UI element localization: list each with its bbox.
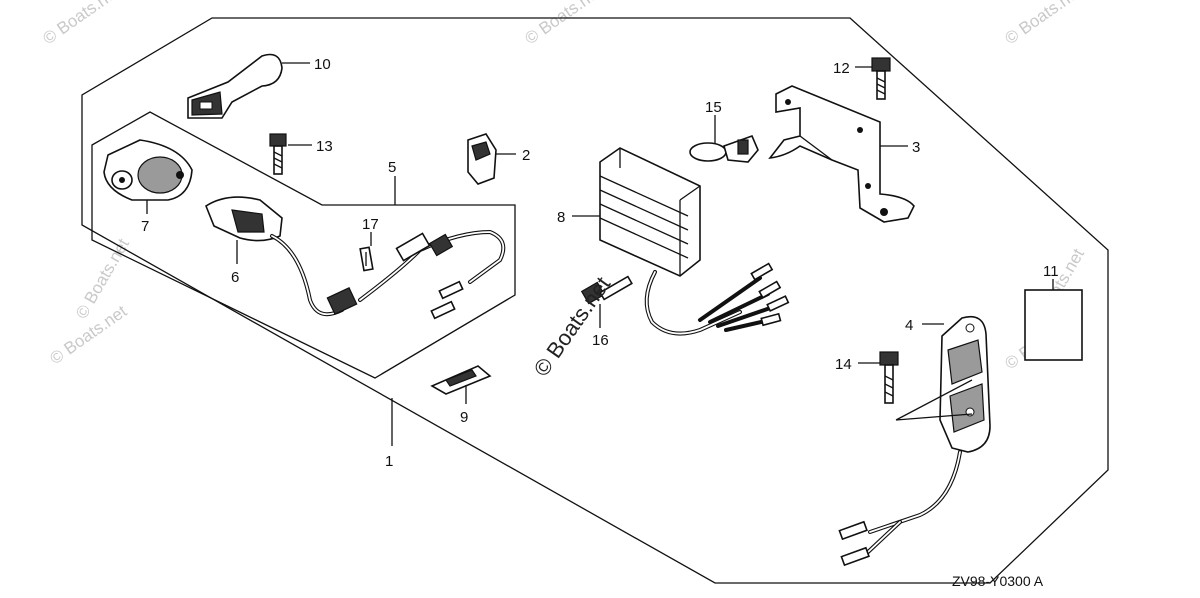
callout-8: 8 xyxy=(557,209,565,226)
watermark-top-center: © Boats.net xyxy=(521,0,605,48)
callout-labels: 1 2 3 4 5 6 7 8 9 10 11 12 13 14 15 16 1… xyxy=(141,56,1059,470)
bolt-16-part xyxy=(580,275,633,305)
switch-panel-part xyxy=(838,315,991,567)
harness-subassembly-outline xyxy=(91,111,516,379)
bolt-13-part xyxy=(269,133,287,175)
kit-outline xyxy=(81,17,1109,584)
socket-harness-part xyxy=(205,196,506,320)
watermark-center: © Boats.net xyxy=(529,272,616,381)
label-sticker-part xyxy=(1024,289,1083,361)
watermark-top-left: © Boats.net xyxy=(39,0,123,48)
callout-16: 16 xyxy=(592,332,609,349)
grommet-cap-part xyxy=(187,53,283,119)
callout-17: 17 xyxy=(362,216,379,233)
callout-11: 11 xyxy=(1043,263,1059,280)
bracket-part xyxy=(768,85,915,223)
callout-5: 5 xyxy=(388,159,396,176)
callout-10: 10 xyxy=(314,56,331,73)
callout-13: 13 xyxy=(316,138,333,155)
bolt-14-part xyxy=(879,351,899,404)
socket-cover-part xyxy=(103,139,193,201)
drawing-code: ZV98-Y0300 A xyxy=(952,573,1044,589)
regulator-part xyxy=(599,147,790,336)
label-plate-part xyxy=(430,365,492,395)
callout-15: 15 xyxy=(705,99,722,116)
callout-9: 9 xyxy=(460,409,468,426)
bolt-12-part xyxy=(871,57,891,100)
callout-1: 1 xyxy=(385,453,393,470)
leader-14-target xyxy=(895,379,973,421)
band-clamp-part xyxy=(689,134,759,163)
clip-part xyxy=(467,133,497,185)
callout-2: 2 xyxy=(522,147,530,164)
fuse-part xyxy=(359,246,374,272)
callout-6: 6 xyxy=(231,269,239,286)
callout-12: 12 xyxy=(833,60,850,77)
callout-14: 14 xyxy=(835,356,852,373)
watermark-top-right: © Boats.net xyxy=(1001,0,1085,48)
callout-4: 4 xyxy=(905,317,913,334)
callout-7: 7 xyxy=(141,218,149,235)
callout-3: 3 xyxy=(912,139,920,156)
